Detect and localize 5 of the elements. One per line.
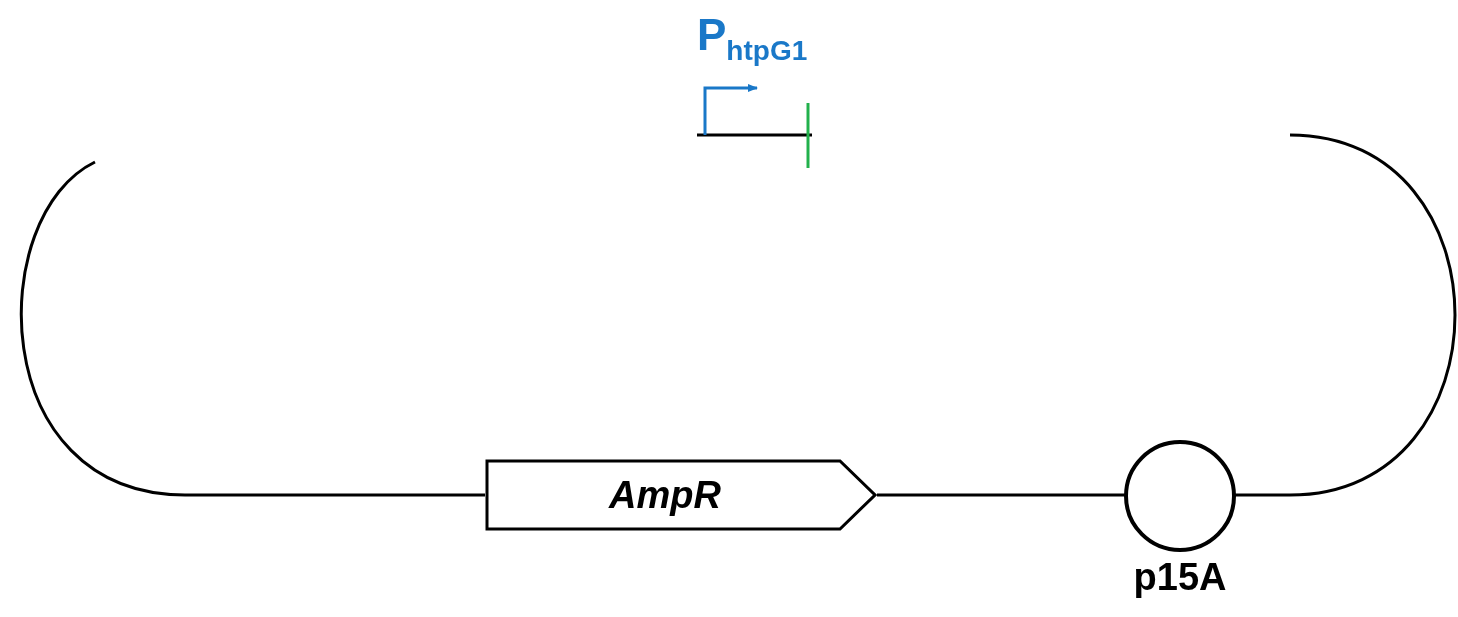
promoter-label: P$_{htpG1}$ xyxy=(697,10,808,67)
origin-label: p15A xyxy=(1132,556,1228,599)
backbone-line xyxy=(877,493,1125,497)
gene-arrow xyxy=(485,459,877,531)
gene-label: AmpR xyxy=(607,473,722,518)
